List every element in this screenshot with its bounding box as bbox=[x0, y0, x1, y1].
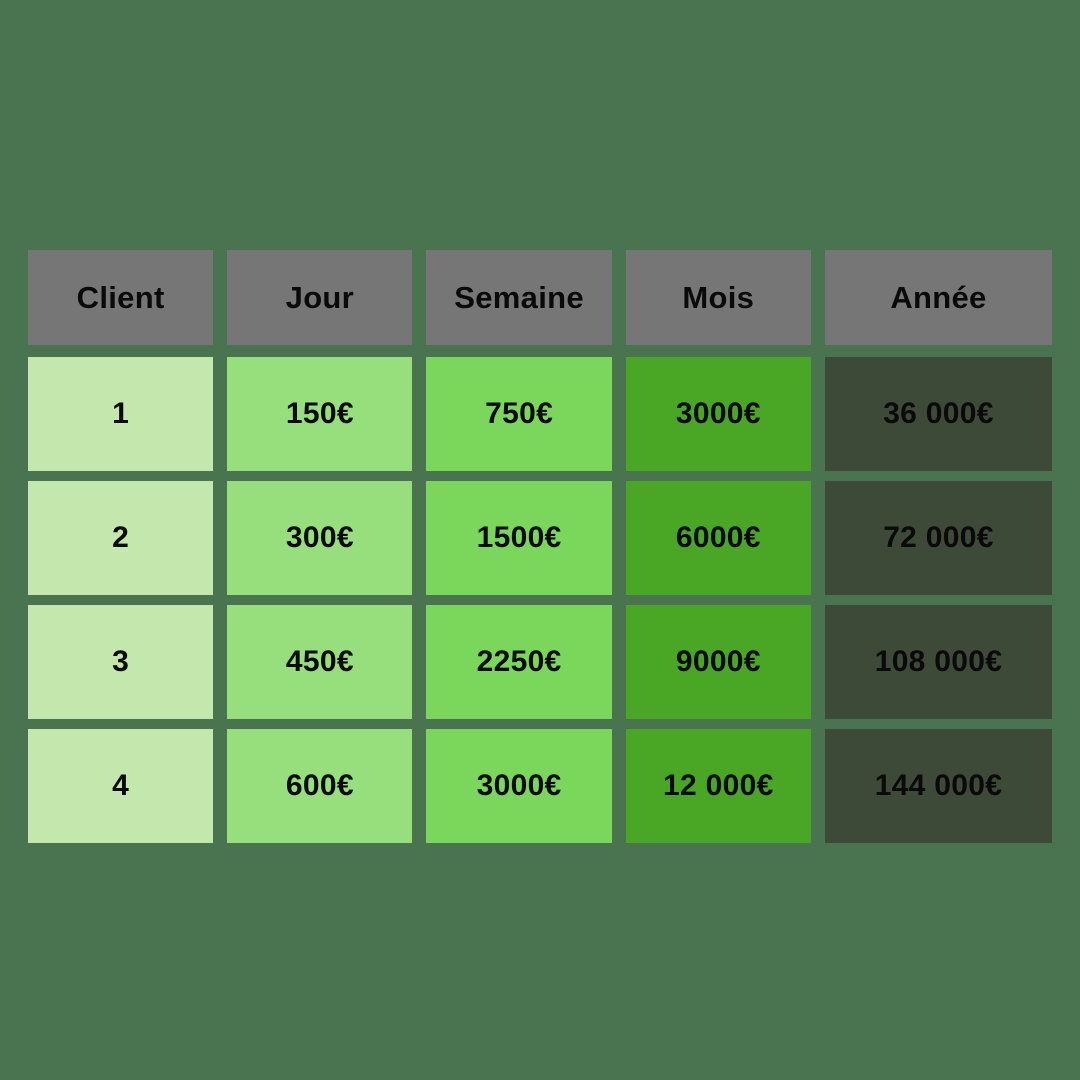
table-row: 3 450€ 2250€ 9000€ 108 000€ bbox=[28, 605, 1052, 719]
cell-annee: 72 000€ bbox=[824, 481, 1052, 595]
cell-mois: 12 000€ bbox=[625, 729, 811, 843]
cell-semaine: 2250€ bbox=[426, 605, 612, 719]
column-header-annee: Année bbox=[824, 250, 1052, 345]
cell-jour: 300€ bbox=[227, 481, 413, 595]
table-row: 1 150€ 750€ 3000€ 36 000€ bbox=[28, 357, 1052, 471]
cell-semaine: 750€ bbox=[426, 357, 612, 471]
cell-client: 2 bbox=[28, 481, 214, 595]
column-header-jour: Jour bbox=[227, 250, 413, 345]
cell-semaine: 3000€ bbox=[426, 729, 612, 843]
cell-annee: 36 000€ bbox=[824, 357, 1052, 471]
table-header-row: Client Jour Semaine Mois Année bbox=[28, 250, 1052, 345]
cell-mois: 9000€ bbox=[625, 605, 811, 719]
cell-client: 4 bbox=[28, 729, 214, 843]
cell-mois: 3000€ bbox=[625, 357, 811, 471]
pricing-table: Client Jour Semaine Mois Année 1 150€ 75… bbox=[28, 250, 1052, 853]
cell-jour: 600€ bbox=[227, 729, 413, 843]
cell-annee: 108 000€ bbox=[824, 605, 1052, 719]
cell-jour: 450€ bbox=[227, 605, 413, 719]
column-header-mois: Mois bbox=[625, 250, 811, 345]
cell-annee: 144 000€ bbox=[824, 729, 1052, 843]
cell-jour: 150€ bbox=[227, 357, 413, 471]
cell-mois: 6000€ bbox=[625, 481, 811, 595]
cell-semaine: 1500€ bbox=[426, 481, 612, 595]
table-row: 2 300€ 1500€ 6000€ 72 000€ bbox=[28, 481, 1052, 595]
column-header-client: Client bbox=[28, 250, 214, 345]
cell-client: 3 bbox=[28, 605, 214, 719]
cell-client: 1 bbox=[28, 357, 214, 471]
table-row: 4 600€ 3000€ 12 000€ 144 000€ bbox=[28, 729, 1052, 843]
column-header-semaine: Semaine bbox=[426, 250, 612, 345]
